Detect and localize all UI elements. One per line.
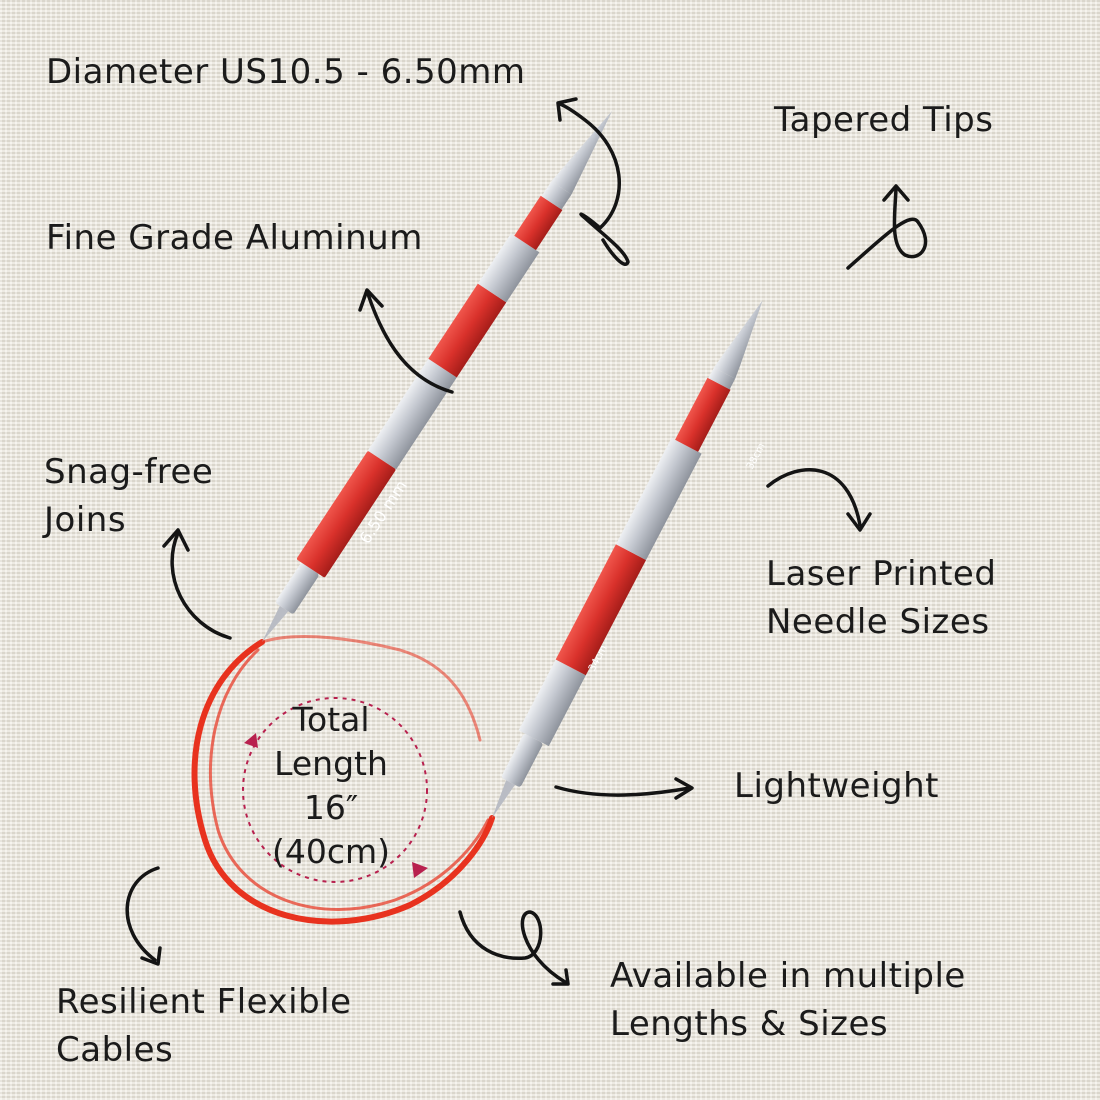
arrow-tapered-tips-icon (846, 184, 928, 270)
circle-arrowhead-top (244, 733, 258, 748)
length-circle (242, 697, 428, 883)
aluminum-label: Fine Grade Aluminum (46, 218, 423, 258)
arrow-resilient-icon (125, 866, 162, 966)
lightweight-label: Lightweight (734, 766, 939, 806)
left-needle (262, 111, 613, 642)
right-needle (492, 300, 763, 818)
flexible-cable (191, 635, 495, 925)
total-length-label: Total Length 16″ (40cm) (271, 700, 391, 871)
diameter-label: Diameter US10.5 - 6.50mm (46, 52, 526, 92)
arrow-snag-free-icon (162, 528, 232, 640)
circle-arrowhead-bottom (412, 862, 428, 878)
arrow-aluminum-icon (358, 288, 454, 394)
arrow-diameter-icon (556, 97, 630, 266)
resilient-label: Resilient Flexible Cables (56, 982, 352, 1070)
arrow-available-icon (458, 910, 570, 986)
laser-printed-label: Laser Printed Needle Sizes (766, 554, 997, 642)
snag-free-label: Snag-free Joins (44, 452, 214, 540)
tapered-tips-label: Tapered Tips (774, 100, 994, 140)
arrow-laser-printed-icon (766, 468, 872, 532)
needle-length-marking-upper: 38cm (745, 442, 768, 472)
arrow-lightweight-icon (554, 777, 694, 800)
available-label: Available in multiple Lengths & Sizes (610, 956, 966, 1044)
